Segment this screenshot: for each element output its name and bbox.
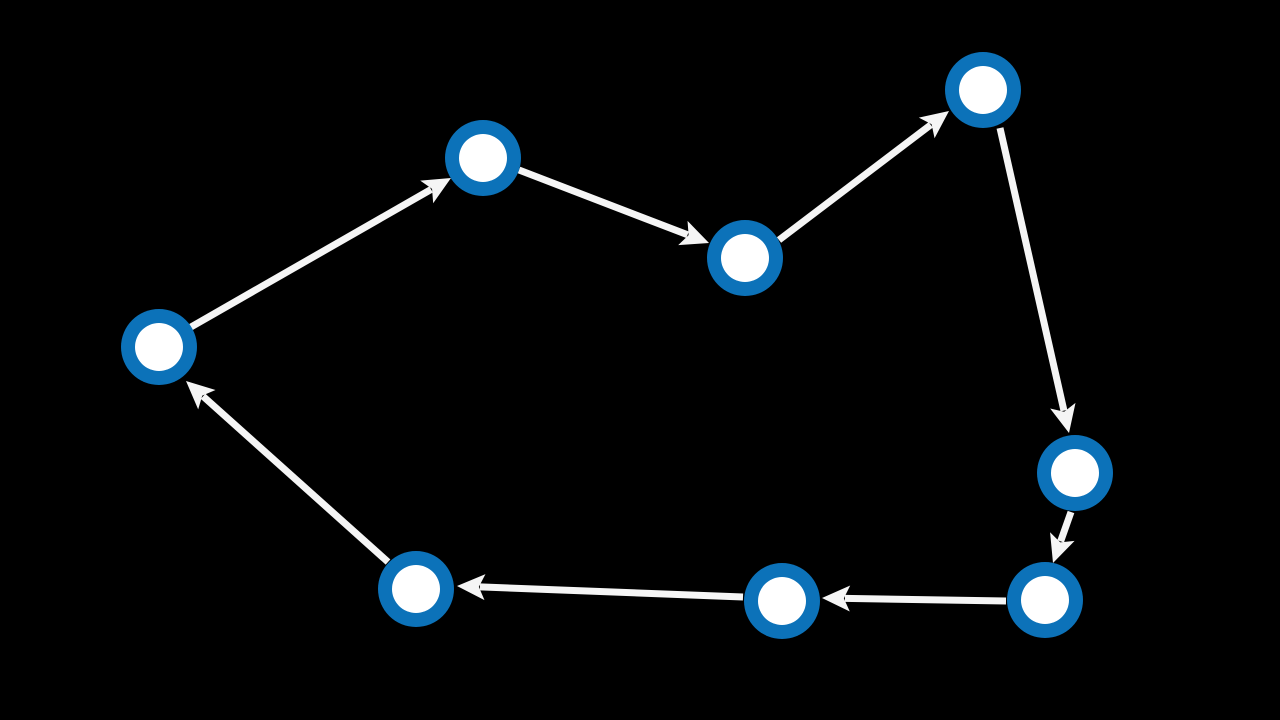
node-core	[459, 134, 507, 182]
node-core	[959, 66, 1007, 114]
graph-node[interactable]	[378, 551, 454, 627]
edge-arrowhead	[822, 585, 851, 612]
graph-edge	[186, 381, 391, 565]
edge-shaft	[479, 583, 744, 601]
edge-shaft	[776, 122, 933, 243]
graph-edge	[822, 585, 1007, 612]
graph-edge	[776, 111, 949, 243]
edge-shaft	[844, 594, 1007, 605]
graph-edge	[517, 166, 709, 246]
edge-shaft	[517, 166, 689, 239]
graph-node[interactable]	[744, 563, 820, 639]
edge-arrowhead	[918, 111, 949, 139]
node-layer	[121, 52, 1113, 639]
graph-edge	[1050, 510, 1075, 563]
edge-arrowhead	[678, 220, 709, 246]
graph-edge	[457, 574, 744, 601]
edge-arrowhead	[1050, 532, 1075, 563]
node-core	[1021, 576, 1069, 624]
graph-node[interactable]	[1007, 562, 1083, 638]
edge-shaft	[996, 127, 1068, 412]
graph-node[interactable]	[445, 120, 521, 196]
edge-arrowhead	[420, 178, 451, 204]
node-core	[721, 234, 769, 282]
edge-arrowhead	[457, 574, 486, 601]
edge-shaft	[189, 186, 433, 331]
edge-arrowhead	[1050, 402, 1076, 433]
node-core	[135, 323, 183, 371]
graph-edge	[189, 178, 451, 331]
edge-shaft	[1057, 510, 1075, 543]
node-core	[392, 565, 440, 613]
graph-node[interactable]	[945, 52, 1021, 128]
edge-layer	[186, 111, 1076, 612]
node-core	[1051, 449, 1099, 497]
edge-arrowhead	[186, 381, 216, 410]
edge-shaft	[200, 393, 391, 565]
graph-node[interactable]	[707, 220, 783, 296]
node-core	[758, 577, 806, 625]
graph-node[interactable]	[1037, 435, 1113, 511]
graph-edge	[996, 127, 1076, 433]
graph-node[interactable]	[121, 309, 197, 385]
